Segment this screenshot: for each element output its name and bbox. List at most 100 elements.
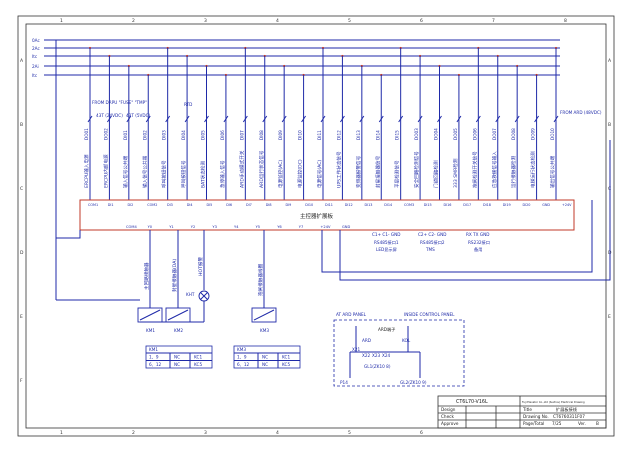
terminal-label: BAT状态检测 [200, 160, 207, 188]
return-wire [56, 230, 81, 239]
power-rails: 0Ac 2Ac Itc 2Ai Itc [32, 38, 560, 300]
board-bottom-pin: Y3 [212, 225, 216, 229]
terminal-label: 平层检测信号 [394, 160, 401, 188]
col-label: 7 [492, 18, 495, 24]
table-title: KM3 [237, 347, 246, 352]
board-top-pin: DI1 [108, 203, 114, 207]
output-kht: HOT报警 KHT [186, 230, 210, 322]
terminal-label: 呼叫按钮信号 [161, 160, 168, 188]
return-wire [321, 200, 593, 273]
table-cell: KC1 [194, 355, 202, 360]
comm-pins: C1+ C1- GND [372, 232, 400, 237]
rail-label: 2Ai [32, 64, 39, 69]
board-top-pin: DI18 [483, 203, 491, 207]
table-frame [233, 345, 301, 369]
contact-symbol [281, 115, 287, 123]
terminal-id: DI04 [181, 130, 186, 140]
output-km2: 封星接触器(DA) KM2 [165, 230, 191, 333]
tb-drawing-value: CT6760311F07 [553, 414, 585, 419]
contact-symbol [223, 115, 229, 123]
board-top-pin: DI6 [226, 203, 232, 207]
board-bottom-pin: Y0 [148, 225, 153, 229]
comm-label: RS232接口 [468, 239, 490, 246]
device-tag: KM2 [174, 328, 183, 333]
terminal-label: 输入信号公共端 [141, 155, 148, 188]
ard-left-label: AT ARD PANEL [336, 312, 367, 317]
output-label: HOT报警 [197, 257, 204, 276]
table-cell: KC5 [282, 362, 290, 367]
terminal-label: UPS工作状态信号 [335, 151, 342, 188]
tb-company-sub: Fuji Elevator Co.,Ltd (Suzhou) Electrica… [522, 400, 585, 404]
ard-terminal: KOL [402, 338, 411, 343]
board-outline [79, 199, 575, 231]
tb-drawing-label: Drawing No. [523, 414, 549, 419]
col-label: 4 [276, 18, 279, 24]
contact-symbol [184, 115, 190, 123]
board-bottom-pin: Y4 [234, 225, 239, 229]
contact-symbol [204, 115, 209, 123]
output-km3: 抱闸接触器线圈 KM3 [251, 230, 277, 333]
row-label: B [608, 122, 611, 128]
terminal-label: 输入信号公共端 [122, 155, 129, 188]
col-label: 2 [132, 18, 135, 24]
terminal-id: DI08 [259, 130, 264, 140]
rail-label: Itc [32, 54, 38, 59]
board-top-pin: DI17 [463, 203, 471, 207]
device-tag: KHT [186, 292, 195, 297]
output-label: 主回路接触器 [143, 262, 150, 290]
outer-frame [17, 15, 615, 437]
contact-symbol [320, 115, 326, 123]
terminal-label: 电源监控(AC) [277, 160, 284, 188]
contact-symbol [340, 115, 345, 123]
terminal-label: 电源信号(AC) [316, 160, 323, 188]
table-frame [145, 345, 213, 369]
contact-symbol [107, 115, 112, 123]
column-labels-bottom: 1 2 3 4 5 6 [60, 430, 423, 436]
comm-sub: TMS [425, 247, 435, 252]
tb-title-value: 扩展板接线 [556, 406, 578, 413]
terminal-id: DO03 [414, 128, 419, 140]
terminal-id: DI12 [336, 130, 341, 140]
comm-sub: LED显示屏 [376, 247, 397, 253]
terminal-id: DI10 [298, 130, 303, 140]
terminal-id: DO06 [472, 128, 477, 140]
terminal-id: DI06 [220, 130, 225, 140]
board-bottom-pin: Y2 [191, 225, 195, 229]
table-cell: 1、9 [149, 355, 159, 360]
terminal-label: 应急救援信号输入 [491, 151, 498, 188]
contact-symbol [437, 115, 442, 123]
coil-diag [253, 309, 275, 321]
terminal-id: DI03 [162, 130, 167, 140]
row-label: A [20, 58, 24, 64]
return-wires [56, 140, 611, 301]
board-top-pin: DI5 [207, 203, 213, 207]
ard-terminal: ARD [362, 338, 371, 343]
col-label: 8 [564, 18, 567, 24]
terminal-label: 333 SMR检测 [452, 158, 459, 188]
lamp-x [200, 292, 208, 300]
board-top-pin: GND [542, 203, 550, 207]
table-cell: 6、12 [237, 362, 250, 367]
board-top-pin: DI2 [128, 203, 134, 207]
board-bottom-pin: GND [342, 225, 350, 229]
terminal-id: DO01 [84, 128, 89, 140]
contact-symbol [126, 115, 132, 123]
row-label: D [20, 250, 24, 256]
comm-label: RS485接口1 [374, 239, 399, 246]
table-cell: NC [174, 355, 180, 360]
terminal-id: DI02 [142, 130, 147, 140]
upper-terminals: ERCPU输入电源DO01ERCPU内部电源DO02输入信号公共端DI01输入信… [83, 48, 559, 200]
board-top-pin: DI10 [305, 203, 313, 207]
row-label: F [20, 378, 23, 384]
col-label: 1 [60, 430, 63, 436]
row-label: C [20, 186, 23, 192]
col-label: 6 [420, 18, 423, 24]
terminal-id: DO10 [550, 128, 555, 140]
comm-sub: 备用 [474, 246, 482, 253]
terminal-label: 输出信号公共端 [549, 155, 556, 188]
terminal-id: DO07 [492, 128, 497, 140]
contact-symbol [514, 115, 520, 123]
title-block-frame [437, 395, 607, 429]
contact-symbol [145, 115, 151, 123]
board-top-pin: DI20 [523, 203, 531, 207]
